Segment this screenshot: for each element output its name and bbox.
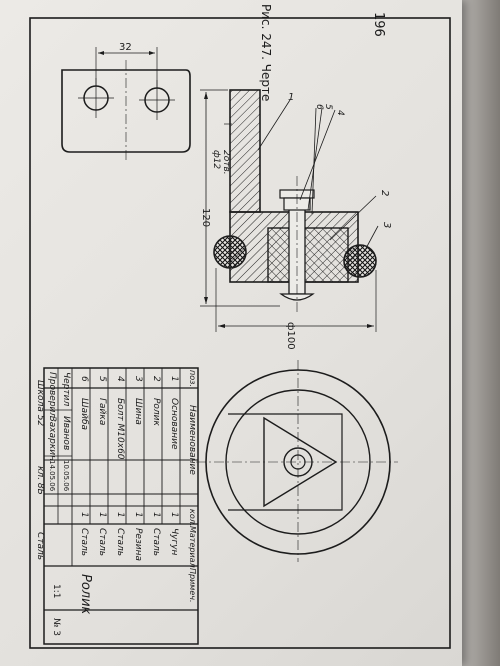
- leader-5: 5: [323, 104, 333, 110]
- svg-text:1: 1: [169, 376, 179, 382]
- leader-1: 1: [288, 92, 294, 103]
- spec-header-note: Примеч.: [188, 568, 197, 603]
- role-drew: Чертил: [61, 372, 71, 407]
- svg-text:1: 1: [79, 512, 89, 518]
- top-view: 32: [61, 42, 191, 160]
- role-checked: Проверил: [47, 372, 57, 418]
- leader-6: 6: [314, 104, 324, 110]
- svg-text:1: 1: [133, 512, 143, 518]
- spec-row-5: 5 Гайка 1 Сталь: [97, 376, 107, 556]
- spec-row-2: 2 Ролик 1 Сталь: [151, 376, 161, 556]
- spec-row-1: 1 Основание 1 Чугун: [169, 376, 179, 556]
- book-edge: [460, 0, 500, 666]
- svg-text:Сталь: Сталь: [151, 528, 161, 556]
- page-caption: Рис. 247. Черте: [259, 4, 273, 101]
- svg-text:2: 2: [151, 376, 161, 382]
- dim-d12: ф12: [211, 150, 221, 169]
- svg-text:Гайка: Гайка: [97, 398, 107, 425]
- svg-text:1: 1: [115, 512, 125, 518]
- drawing-title: Ролик: [78, 574, 93, 615]
- dim-d100: ф100: [285, 322, 296, 350]
- school: Школа 52: [35, 380, 45, 426]
- svg-text:Ролик: Ролик: [151, 398, 161, 427]
- spec-header-qty: кол.: [188, 509, 197, 526]
- title-material: Сталь: [35, 532, 45, 560]
- tyre-left: [213, 235, 247, 269]
- spec-header-name: Наименование: [187, 405, 197, 475]
- svg-text:Основание: Основание: [169, 398, 179, 450]
- svg-text:Сталь: Сталь: [115, 528, 125, 556]
- grade: кл. 8Б: [35, 466, 45, 495]
- svg-text:Сталь: Сталь: [79, 528, 89, 556]
- svg-text:Шайба: Шайба: [79, 398, 89, 430]
- title-block: Чертил Проверил Иванов Захаркин 10.05.06…: [35, 368, 93, 636]
- page-number: 196: [371, 12, 386, 37]
- spec-header-pos: поз.: [188, 370, 197, 387]
- spec-row-6: 6 Шайба 1 Сталь: [79, 376, 89, 556]
- svg-text:5: 5: [97, 376, 107, 382]
- tyre-right: [343, 244, 377, 278]
- spec-row-4: 4 Болт М10х60 1 Сталь: [115, 376, 125, 556]
- scale: 1:1: [51, 584, 61, 598]
- svg-text:1: 1: [169, 512, 179, 518]
- dim-120: 120: [200, 208, 211, 227]
- plan-view: [196, 360, 398, 562]
- dim-holes: 2отв.: [221, 150, 231, 175]
- leader-3: 3: [381, 222, 392, 228]
- sheet-number: № 3: [51, 618, 61, 636]
- spec-table: поз. Наименование кол. Материал Примеч. …: [35, 367, 199, 645]
- leader-4: 4: [335, 110, 345, 116]
- date-checked: 14.05.06: [48, 460, 56, 492]
- svg-text:Резина: Резина: [133, 528, 143, 561]
- svg-text:6: 6: [79, 376, 89, 382]
- section-view: 120 ф12 2отв. ф100 1 4 5 6 2 3: [200, 89, 392, 350]
- svg-text:Болт М10х60: Болт М10х60: [115, 398, 125, 460]
- svg-text:Сталь: Сталь: [97, 528, 107, 556]
- svg-text:1: 1: [97, 512, 107, 518]
- name-checked: Захаркин: [47, 416, 57, 461]
- dim-32: 32: [119, 42, 132, 53]
- svg-text:3: 3: [133, 376, 143, 382]
- spec-row-3: 3 Шина 1 Резина: [133, 376, 143, 561]
- svg-text:Чугун: Чугун: [169, 528, 179, 556]
- leader-2: 2: [379, 190, 390, 196]
- name-drew: Иванов: [61, 416, 71, 450]
- svg-text:Шина: Шина: [133, 398, 143, 425]
- svg-text:1: 1: [151, 512, 161, 518]
- spec-header-material: Материал: [188, 526, 197, 568]
- drawing-frame: [29, 17, 451, 649]
- svg-text:4: 4: [115, 376, 125, 382]
- date-drew: 10.05.06: [62, 460, 70, 492]
